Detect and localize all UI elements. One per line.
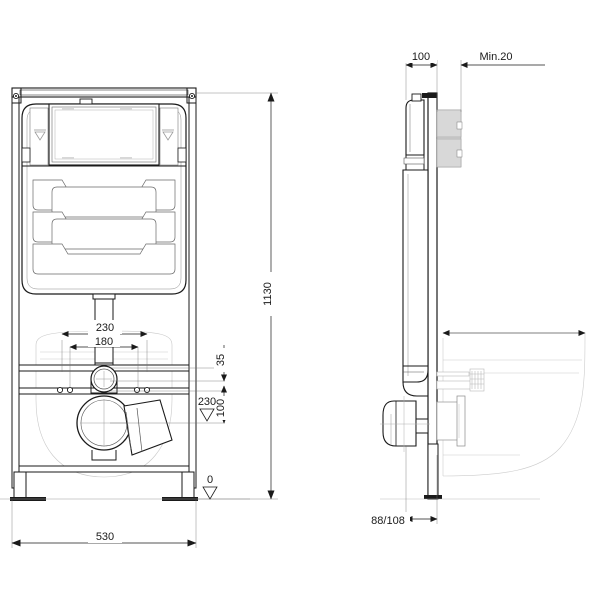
- frame-top-rail: [11, 87, 197, 104]
- datum-label-0: 0: [207, 474, 213, 486]
- dimension-530: 530: [11, 500, 197, 548]
- dimension-100-side: 100: [405, 48, 438, 112]
- water-level-marker-left-icon: [34, 131, 46, 141]
- supply-pipe-side: [436, 368, 485, 392]
- dimension-label-530: 530: [96, 531, 114, 543]
- dimension-label-100-v: 100: [215, 399, 227, 417]
- datum-triangle-0-icon: [202, 486, 218, 500]
- mounting-bolt-holes: [56, 386, 151, 394]
- datum-230: 230: [198, 396, 216, 422]
- water-inlet-front: [90, 365, 118, 394]
- waste-outlet-front: [76, 395, 173, 461]
- water-level-marker-right-icon: [162, 131, 174, 141]
- datum-triangle-230-icon: [199, 408, 215, 422]
- dimension-label-1130: 1130: [262, 282, 274, 306]
- dimension-35: 35: [214, 345, 228, 382]
- dimension-1130: 1130: [196, 92, 278, 500]
- dimension-label-230-top: 230: [96, 322, 114, 334]
- cistern-body-front: [21, 98, 187, 295]
- dimension-label-min20: Min.20: [479, 51, 512, 63]
- cistern-side-profile: [402, 93, 429, 397]
- side-leg: [380, 443, 540, 500]
- front-elevation-view: 230 180 35 100: [0, 87, 278, 548]
- cistern-rib-pattern: [32, 179, 176, 275]
- dimension-min20: Min.20: [460, 48, 545, 112]
- front-extension-lines: [110, 367, 225, 424]
- dimension-88-108: 88/108: [366, 446, 438, 527]
- dimension-label-180: 180: [95, 336, 113, 348]
- waste-outlet-side: [380, 395, 466, 452]
- datum-0: 0: [202, 474, 218, 500]
- frame-legs: [0, 471, 250, 501]
- dimension-label-88-108: 88/108: [371, 515, 405, 527]
- dimension-180: 180: [69, 334, 139, 388]
- flush-plate-side: [436, 109, 463, 168]
- datum-label-230: 230: [198, 396, 216, 408]
- dimension-label-100-side: 100: [412, 51, 430, 63]
- side-elevation-view: 100 Min.20 88/108: [366, 48, 586, 527]
- dimension-100-vertical: 100: [215, 385, 230, 424]
- dimension-230-top: 230: [61, 320, 148, 372]
- dimension-label-35: 35: [215, 354, 227, 366]
